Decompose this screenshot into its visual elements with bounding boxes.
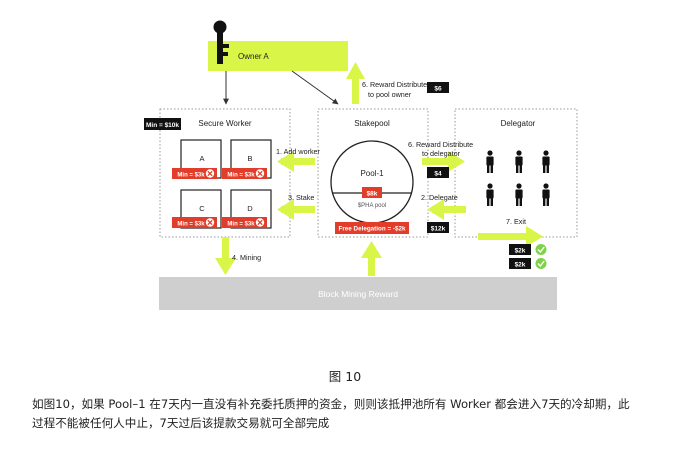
worker-c-min-text: Min = $3k (177, 222, 205, 228)
delegator-title: Delegator (501, 119, 536, 128)
worker-c-name: C (199, 204, 205, 213)
reward-owner-amount-badge (427, 82, 449, 93)
worker-a-name: A (199, 154, 204, 163)
reward-delegator-amount-badge (427, 167, 449, 178)
exit-amount-badge-2 (509, 258, 531, 269)
worker-b: B Min = $3k (222, 139, 272, 179)
reward-owner-label: 6. Reward Distribute to pool owner (362, 80, 429, 99)
check-icon (535, 244, 547, 255)
paragraph-line-1: 如图10，如果 Pool–1 在7天内一直没有补充委托质押的资金，则则该抵押池所… (32, 397, 630, 411)
exit-arrow (478, 226, 543, 247)
secure-worker-min-badge (144, 118, 181, 130)
exit-label: 7. Exit (506, 217, 526, 226)
worker-b-name: B (247, 154, 252, 163)
mining-label: 4. Mining (232, 253, 261, 262)
person-icon (542, 183, 550, 206)
pool-amount: $8k (367, 191, 378, 198)
block-mining-reward-label: Block Mining Reward (318, 289, 398, 299)
mining-arrow (215, 237, 236, 275)
exit-amount-1: $2k (515, 248, 526, 255)
worker-b-min-badge (222, 168, 267, 179)
free-delegation-badge (335, 222, 409, 234)
key-icon (213, 20, 229, 64)
person-icon (542, 150, 550, 173)
owner-label: Owner A (238, 52, 269, 61)
worker-c-min-badge (172, 217, 217, 228)
paragraph-line-2: 过程不能被任何人中止，7天过后该提款交易就可全部完成 (32, 416, 330, 430)
worker-d-min-badge (222, 217, 267, 228)
owner-to-stakepool-line (291, 70, 339, 105)
delegate-label: 2. Delegate (421, 193, 458, 202)
stake-label: 3. Stake (288, 193, 314, 202)
person-icon (486, 150, 494, 173)
reward-owner-arrow (346, 62, 365, 104)
person-icon (486, 183, 494, 206)
free-delegation-text: Free Delegation = -$2k (338, 226, 406, 233)
person-icon (515, 150, 523, 173)
person-icon (515, 183, 523, 206)
worker-d-min-text: Min = $3k (227, 222, 255, 228)
stakepool-title: Stakepool (354, 119, 390, 128)
figure-description: 如图10，如果 Pool–1 在7天内一直没有补充委托质押的资金，则则该抵押池所… (32, 395, 662, 433)
worker-a-min-text: Min = $3k (177, 173, 205, 179)
worker-c: C Min = $3k (172, 189, 222, 229)
pool-name: Pool-1 (360, 169, 384, 178)
delegate-amount: $12k (431, 226, 446, 233)
mining-reward-arrow (361, 241, 382, 276)
delegate-arrow (427, 199, 466, 220)
exit-amount-2: $2k (515, 262, 526, 269)
worker-b-min-text: Min = $3k (227, 173, 255, 179)
secure-worker-title: Secure Worker (198, 119, 252, 128)
reward-delegator-amount: $4 (434, 171, 442, 178)
add-worker-label: 1. Add worker (276, 147, 321, 156)
pool-amount-badge (362, 187, 382, 198)
reward-delegator-arrow (422, 151, 465, 172)
reward-owner-amount: $6 (434, 86, 442, 93)
delegator-box (454, 108, 578, 238)
check-icon (535, 258, 547, 269)
delegate-amount-badge (427, 222, 449, 233)
exit-amount-badge-1 (509, 244, 531, 255)
worker-a-min-badge (172, 168, 217, 179)
pool-currency: $PHA pool (358, 203, 386, 209)
figure-caption: 图 10 (328, 369, 362, 384)
worker-d-name: D (247, 204, 253, 213)
worker-d: D Min = $3k (222, 189, 272, 229)
reward-delegator-label: 6. Reward Distribute to delegator (408, 140, 475, 158)
block-mining-reward-bar (159, 277, 557, 310)
delegator-people (486, 150, 550, 206)
owner-box (208, 41, 348, 71)
stake-arrow (277, 199, 315, 220)
pool-circle (330, 140, 414, 224)
worker-a: A Min = $3k (172, 139, 222, 179)
secure-worker-min-text: Min = $10k (146, 122, 179, 129)
add-worker-arrow (277, 151, 315, 172)
